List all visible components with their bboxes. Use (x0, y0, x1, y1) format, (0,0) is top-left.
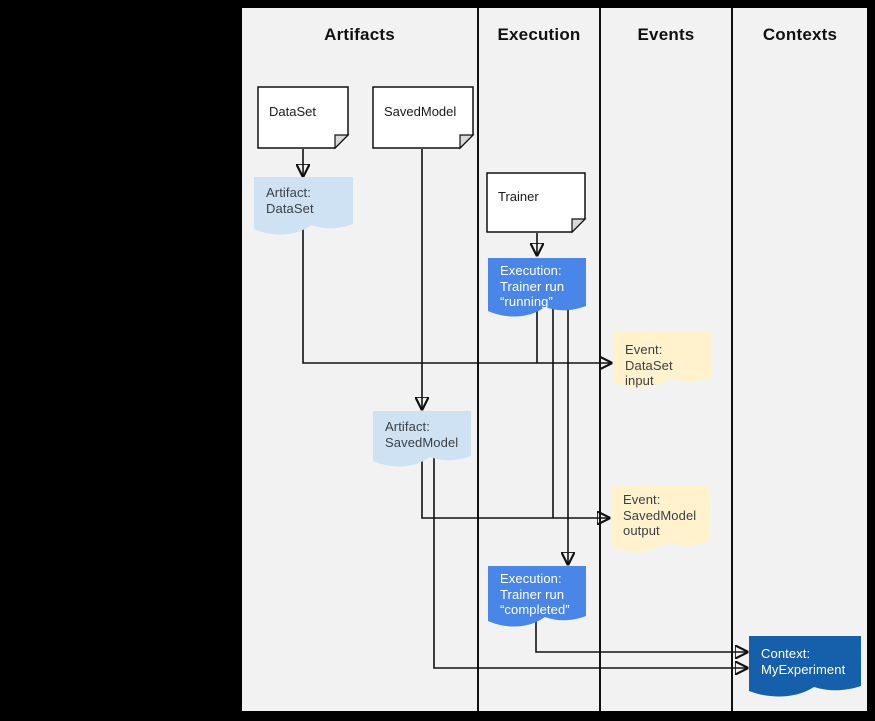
connector-lines (242, 149, 867, 711)
trainer-document-shape (486, 172, 587, 234)
event-savedmodel-output-shape (611, 486, 709, 552)
edge-execution-completed-to-context (535, 612, 747, 652)
node-event-dataset-input: Event: DataSet input (613, 332, 711, 391)
column-header-contexts: Contexts (762, 25, 838, 44)
column-divider-3 (731, 8, 733, 711)
trainer-type-label: Trainer (498, 189, 539, 204)
artifact-savedmodel-label: Artifact: SavedModel (385, 419, 459, 450)
edge-artifact-dataset-to-event-dataset-input (302, 220, 611, 363)
execution-running-label: Execution: Trainer run “running” (500, 263, 565, 309)
node-artifact-savedmodel: Artifact: SavedModel (373, 411, 471, 470)
artifact-savedmodel-shape (373, 411, 471, 467)
context-myexperiment-label: Context: MyExperiment (761, 646, 846, 677)
context-myexperiment-shape (749, 636, 861, 697)
column-header-artifacts: Artifacts (324, 25, 395, 44)
node-dataset-type: DataSet (257, 86, 350, 150)
execution-running-shape (488, 258, 586, 317)
event-dataset-input-label: Event: DataSet input (625, 342, 673, 388)
artifact-dataset-label: Artifact: DataSet (266, 185, 314, 216)
node-execution-running: Execution: Trainer run “running” (488, 258, 586, 320)
node-context-myexperiment: Context: MyExperiment (749, 636, 861, 700)
execution-completed-label: Execution: Trainer run “completed” (500, 571, 570, 617)
diagram-canvas: Artifacts Execution Events Contexts (241, 7, 868, 712)
event-savedmodel-output-label: Event: SavedModel output (623, 492, 697, 538)
column-header-events: Events (637, 25, 695, 44)
node-event-savedmodel-output: Event: SavedModel output (611, 486, 709, 555)
edge-artifact-savedmodel-to-event-savedmodel-output (421, 452, 609, 518)
dataset-type-label: DataSet (269, 104, 316, 119)
node-execution-completed: Execution: Trainer run “completed” (488, 566, 586, 630)
node-trainer-type: Trainer (486, 172, 587, 234)
column-header-execution: Execution (497, 25, 581, 44)
column-divider-1 (477, 8, 479, 711)
execution-completed-shape (488, 566, 586, 627)
dataset-document-shape (257, 86, 350, 150)
savedmodel-type-label: SavedModel (384, 104, 457, 119)
artifact-dataset-shape (254, 177, 353, 235)
node-savedmodel-type: SavedModel (372, 86, 475, 150)
node-artifact-dataset: Artifact: DataSet (254, 177, 353, 238)
folded-corner-icon (334, 134, 350, 150)
savedmodel-document-shape (372, 86, 475, 150)
folded-corner-icon (459, 134, 475, 150)
event-dataset-input-shape (613, 332, 711, 388)
edge-artifact-savedmodel-to-context (433, 452, 747, 668)
folded-corner-icon (571, 218, 587, 234)
